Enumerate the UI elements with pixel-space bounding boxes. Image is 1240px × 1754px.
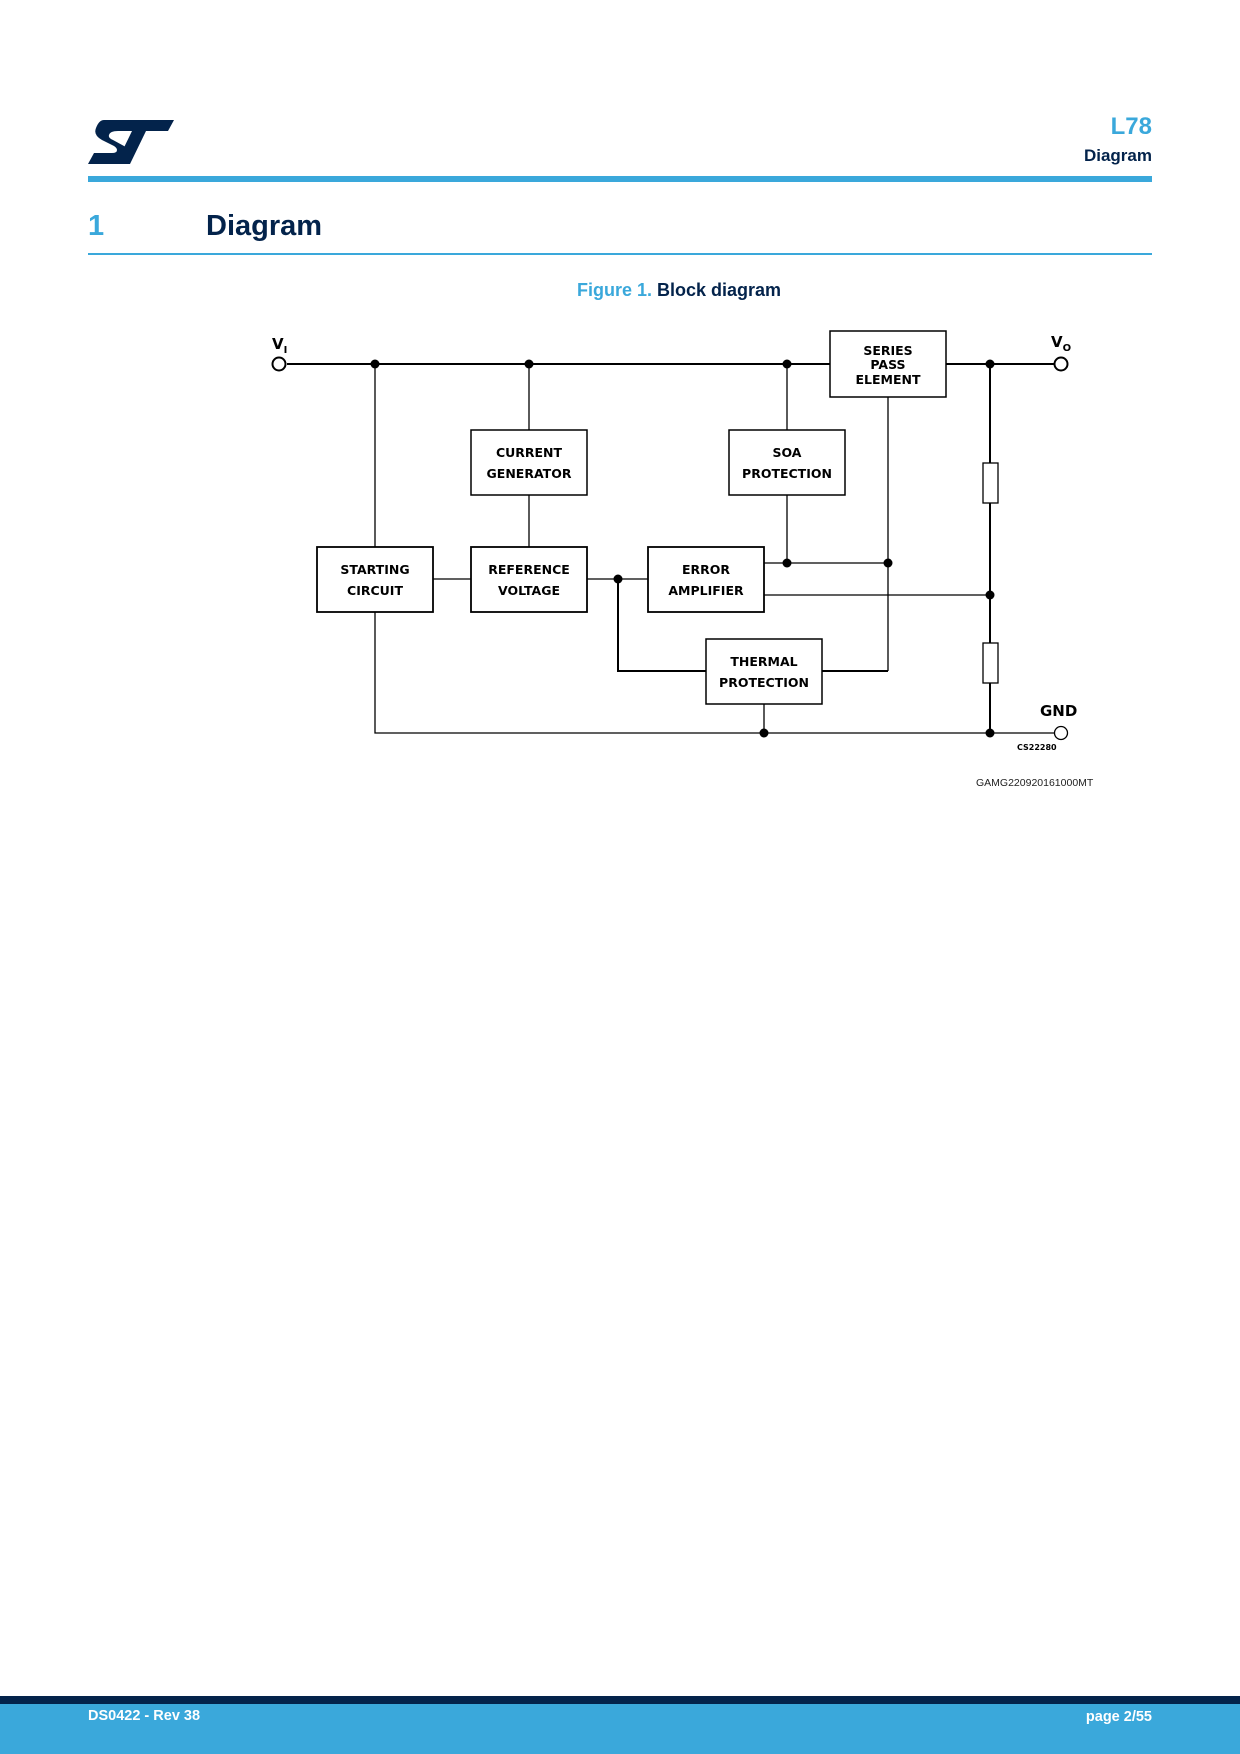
reference-voltage-block xyxy=(470,546,588,613)
page-number: page 2/55 xyxy=(1085,1709,1152,1725)
block-diagram: SERIES PASS ELEMENT CURRENT GENERATOR SO… xyxy=(271,330,1077,752)
soa-protection-label-1: SOA xyxy=(773,445,802,460)
junction-dot xyxy=(985,728,995,738)
doc-revision: DS0422 - Rev 38 xyxy=(88,1708,201,1724)
soa-protection-block xyxy=(728,429,846,496)
junction-dot xyxy=(524,359,534,369)
document-title: L78 xyxy=(1110,113,1152,140)
starting-circuit-label-2: CIRCUIT xyxy=(347,583,403,598)
series-pass-block xyxy=(829,330,947,398)
series-pass-label-1: SERIES xyxy=(863,343,912,358)
current-generator-label-2: GENERATOR xyxy=(487,466,572,481)
thermal-protection-label-2: PROTECTION xyxy=(719,675,809,690)
current-generator-block xyxy=(470,429,588,496)
resistor-upper xyxy=(982,462,999,504)
reference-voltage-label-1: REFERENCE xyxy=(488,562,570,577)
resistor-lower xyxy=(982,642,999,684)
footer-band xyxy=(0,1704,1240,1754)
error-amplifier-label-2: AMPLIFIER xyxy=(668,583,744,598)
vo-terminal xyxy=(1053,356,1069,372)
header-divider xyxy=(88,176,1152,182)
thermal-protection-block xyxy=(705,638,823,705)
section-title: Diagram xyxy=(206,210,323,242)
wire-gnd-rail xyxy=(374,612,1054,734)
starting-circuit-block xyxy=(316,546,434,613)
soa-protection-label-2: PROTECTION xyxy=(742,466,832,481)
figure-number: Figure 1. xyxy=(576,280,652,300)
gnd-label: GND xyxy=(1040,702,1077,720)
section-number: 1 xyxy=(88,210,105,242)
drawing-ref: CS22280 xyxy=(1017,743,1057,752)
junction-dot xyxy=(883,558,893,568)
section-divider xyxy=(88,253,1152,255)
junction-dot xyxy=(985,590,995,600)
gnd-terminal xyxy=(1053,725,1069,741)
vi-label: VI xyxy=(272,335,287,356)
vo-label: VO xyxy=(1051,333,1071,354)
series-pass-label-3: ELEMENT xyxy=(855,372,920,387)
error-amplifier-label-1: ERROR xyxy=(682,562,730,577)
current-generator-label-1: CURRENT xyxy=(496,445,563,460)
figure-title: Block diagram xyxy=(656,280,782,300)
vi-terminal xyxy=(271,356,287,372)
junction-dot xyxy=(759,728,769,738)
junction-dot xyxy=(985,359,995,369)
junction-dot xyxy=(370,359,380,369)
error-amplifier-block xyxy=(647,546,765,613)
wire-ref-thermal xyxy=(617,579,706,672)
st-logo xyxy=(88,120,174,164)
junction-dot xyxy=(782,359,792,369)
figure-caption: Figure 1. Block diagram xyxy=(0,280,1240,301)
footer-dark-band xyxy=(0,1696,1240,1704)
header-section-name: Diagram xyxy=(1083,146,1152,165)
figure-id: GAMG220920161000MT xyxy=(976,777,1094,789)
junction-dot xyxy=(782,558,792,568)
series-pass-label-2: PASS xyxy=(870,357,905,372)
junction-dot xyxy=(613,574,623,584)
starting-circuit-label-1: STARTING xyxy=(340,562,409,577)
thermal-protection-label-1: THERMAL xyxy=(730,654,797,669)
reference-voltage-label-2: VOLTAGE xyxy=(498,583,560,598)
